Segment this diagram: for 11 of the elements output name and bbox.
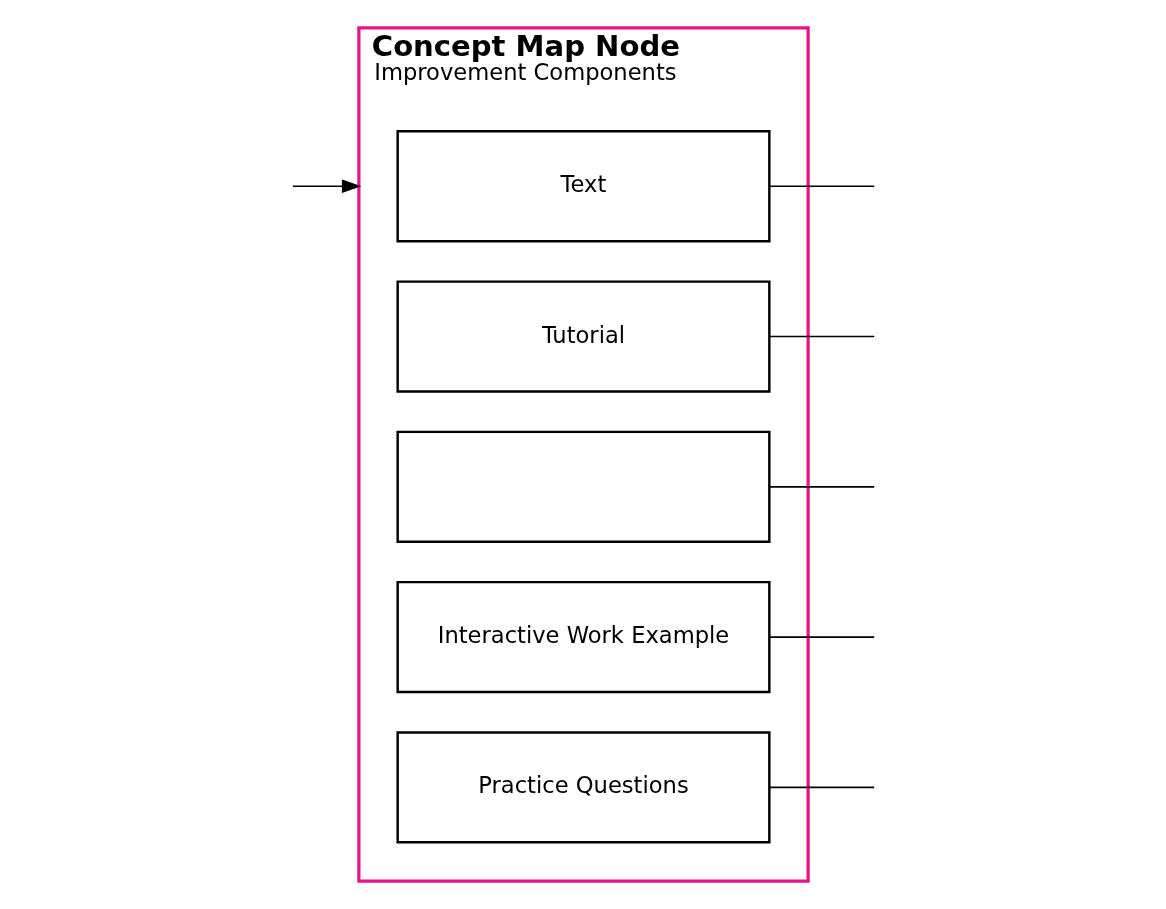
node-box: Text bbox=[395, 130, 771, 243]
connector bbox=[768, 185, 875, 188]
node-box bbox=[395, 430, 771, 543]
connector bbox=[768, 786, 875, 789]
connector bbox=[768, 335, 875, 338]
node-box: Interactive Work Example bbox=[395, 580, 771, 694]
connector bbox=[768, 636, 875, 638]
node-box: Tutorial bbox=[395, 280, 771, 393]
node-box: Practice Questions bbox=[395, 731, 771, 844]
connector bbox=[768, 486, 875, 488]
arrow bbox=[291, 179, 361, 194]
